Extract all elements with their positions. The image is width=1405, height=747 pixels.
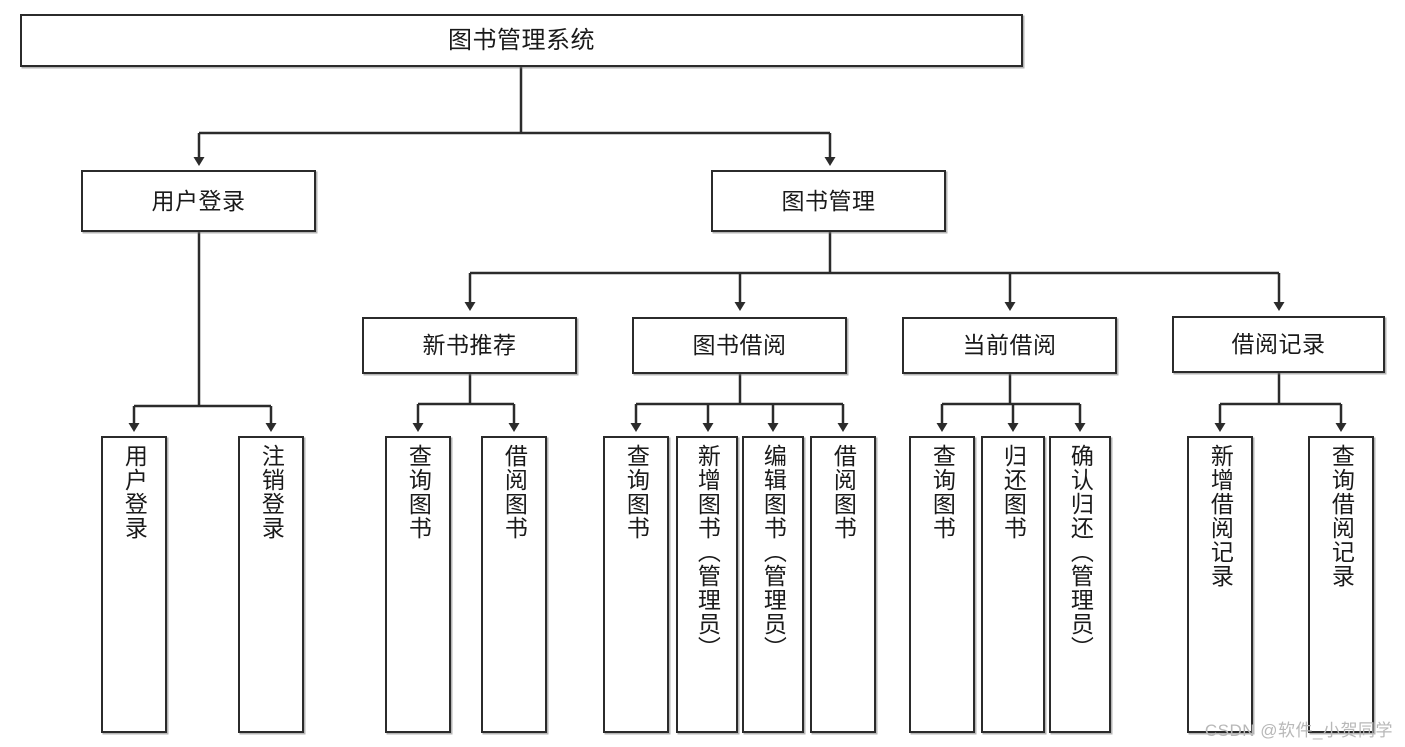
node-leaf-query-book-1-label: 查询图书 [405, 444, 432, 540]
node-leaf-borrow-book-2[interactable]: 借阅图书 [810, 436, 876, 733]
node-leaf-query-record[interactable]: 查询借阅记录 [1308, 436, 1374, 733]
node-new-book-recommend-label: 新书推荐 [422, 332, 517, 359]
node-leaf-query-book-3[interactable]: 查询图书 [909, 436, 975, 733]
node-leaf-borrow-book-2-label: 借阅图书 [830, 444, 857, 540]
node-book-borrow[interactable]: 图书借阅 [632, 317, 847, 374]
node-leaf-edit-book-label: 编辑图书（管理员） [760, 444, 787, 660]
node-current-borrow[interactable]: 当前借阅 [902, 317, 1117, 374]
node-leaf-user-login-label: 用户登录 [121, 444, 148, 540]
node-leaf-confirm-return[interactable]: 确认归还（管理员） [1049, 436, 1111, 733]
watermark: CSDN @软件_小贺同学 [1204, 721, 1393, 740]
node-leaf-query-book-3-label: 查询图书 [929, 444, 956, 540]
node-leaf-borrow-book-1-label: 借阅图书 [501, 444, 528, 540]
node-leaf-add-record[interactable]: 新增借阅记录 [1187, 436, 1253, 733]
node-borrow-record-label: 借阅记录 [1231, 331, 1326, 358]
node-leaf-edit-book[interactable]: 编辑图书（管理员） [742, 436, 804, 733]
node-leaf-query-book-1[interactable]: 查询图书 [385, 436, 451, 733]
node-borrow-record[interactable]: 借阅记录 [1172, 316, 1385, 373]
node-leaf-borrow-book-1[interactable]: 借阅图书 [481, 436, 547, 733]
node-leaf-logout[interactable]: 注销登录 [238, 436, 304, 733]
node-leaf-add-book[interactable]: 新增图书（管理员） [676, 436, 738, 733]
node-new-book-recommend[interactable]: 新书推荐 [362, 317, 577, 374]
node-user-login-label: 用户登录 [151, 187, 246, 214]
node-leaf-query-book-2[interactable]: 查询图书 [603, 436, 669, 733]
node-book-manage-label: 图书管理 [781, 187, 876, 214]
node-leaf-user-login[interactable]: 用户登录 [101, 436, 167, 733]
node-book-borrow-label: 图书借阅 [692, 332, 787, 359]
node-root-label: 图书管理系统 [448, 26, 595, 54]
node-current-borrow-label: 当前借阅 [962, 332, 1057, 359]
node-book-manage[interactable]: 图书管理 [711, 170, 946, 232]
node-leaf-add-record-label: 新增借阅记录 [1207, 444, 1234, 588]
node-leaf-return-book-label: 归还图书 [1000, 444, 1027, 540]
node-leaf-return-book[interactable]: 归还图书 [981, 436, 1045, 733]
node-leaf-query-book-2-label: 查询图书 [623, 444, 650, 540]
node-leaf-logout-label: 注销登录 [258, 444, 285, 540]
node-user-login[interactable]: 用户登录 [81, 170, 316, 232]
node-root[interactable]: 图书管理系统 [20, 14, 1023, 67]
node-leaf-query-record-label: 查询借阅记录 [1328, 444, 1355, 588]
node-leaf-add-book-label: 新增图书（管理员） [694, 444, 721, 660]
node-leaf-confirm-return-label: 确认归还（管理员） [1067, 444, 1094, 660]
